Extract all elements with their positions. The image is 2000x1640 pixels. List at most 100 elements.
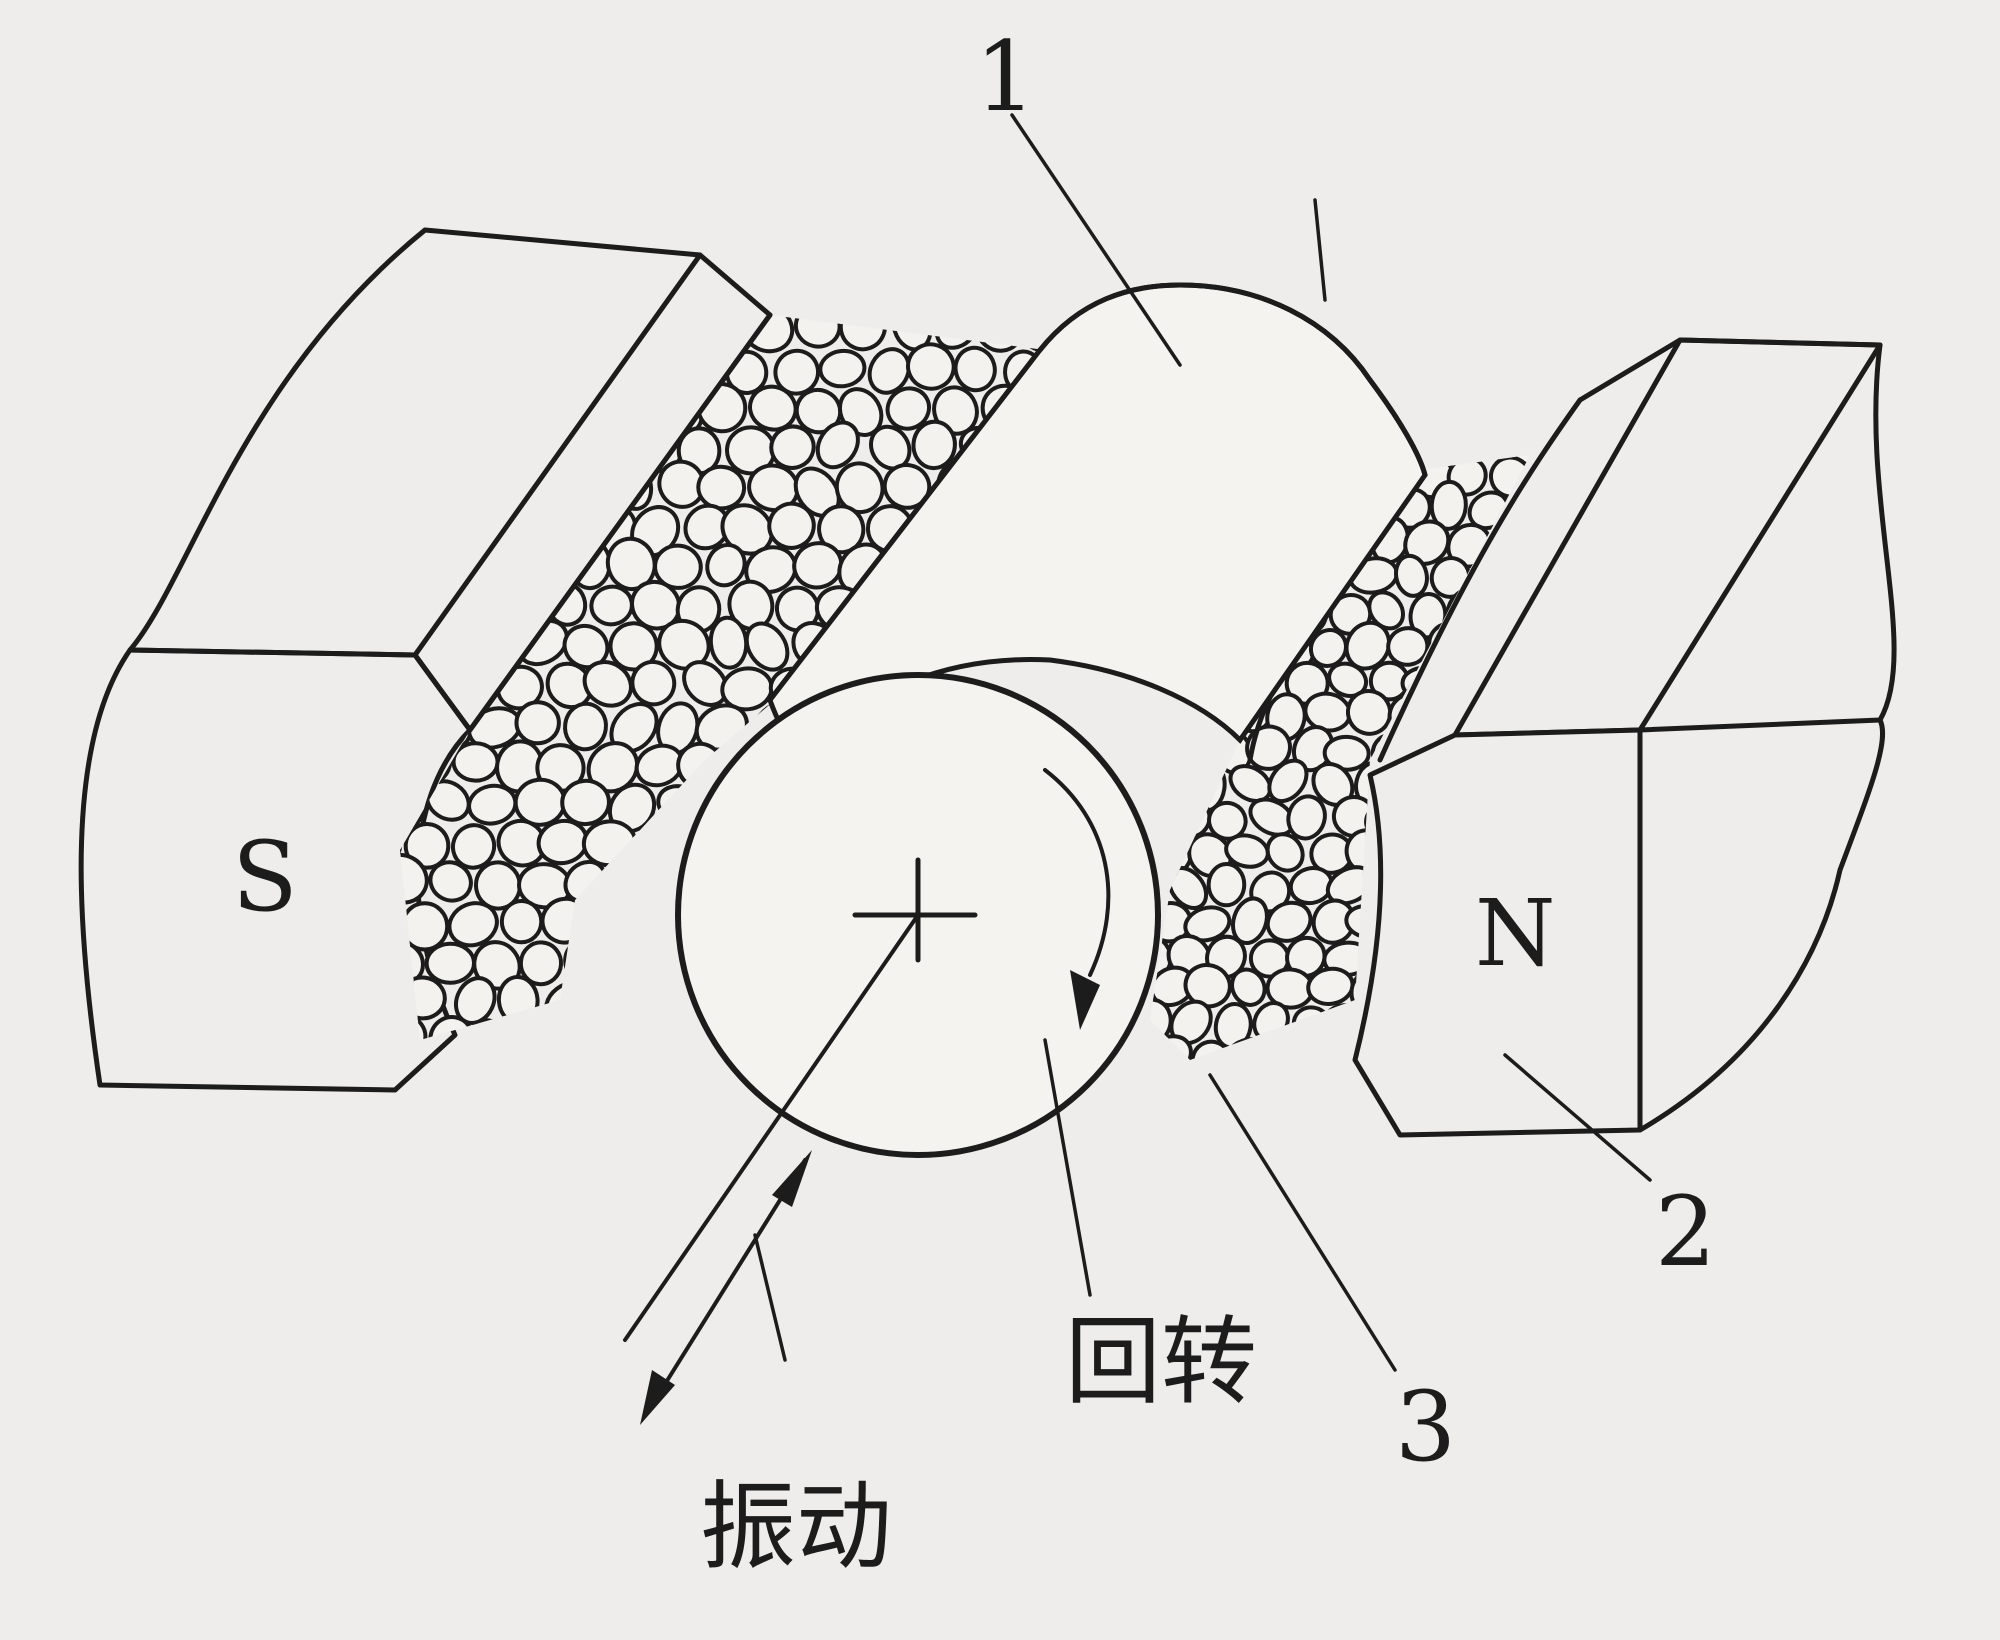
abrasive-particle: [447, 901, 499, 948]
abrasive-particle: [407, 505, 453, 553]
abrasive-particle: [469, 315, 523, 350]
abrasive-particle: [771, 315, 819, 317]
abrasive-particle: [653, 543, 703, 590]
abrasive-particle: [654, 315, 707, 351]
rotation-label: 回转: [1065, 1306, 1257, 1418]
abrasive-particle: [450, 823, 497, 870]
abrasive-particle: [950, 262, 1010, 321]
abrasive-particle: [1267, 758, 1309, 804]
abrasive-particle: [1206, 862, 1247, 908]
abrasive-particle: [426, 382, 477, 429]
abrasive-particle: [674, 260, 732, 317]
abrasive-particle: [427, 541, 474, 587]
abrasive-particle: [635, 343, 684, 398]
abrasive-particle: [1327, 661, 1369, 698]
abrasive-particle: [1510, 485, 1530, 537]
abrasive-particle: [588, 901, 635, 946]
abrasive-particle: [657, 459, 706, 509]
abrasive-particle: [400, 547, 422, 593]
abrasive-particle: [400, 460, 427, 515]
abrasive-particle: [1394, 553, 1429, 598]
abrasive-particle: [587, 424, 633, 471]
abrasive-particle: [705, 542, 747, 588]
abrasive-particle: [1265, 832, 1305, 873]
abrasive-particle: [1464, 455, 1509, 459]
abrasive-particle: [468, 619, 517, 668]
abrasive-particle: [699, 315, 746, 352]
leader-line-1b: [1313, 198, 1327, 302]
abrasive-particle: [587, 977, 630, 1021]
abrasive-particle: [635, 981, 681, 1030]
callout-2-label: 2: [1655, 1176, 1716, 1288]
abrasive-particle: [1228, 764, 1273, 803]
abrasive-particle: [1308, 628, 1348, 668]
abrasive-particle: [744, 621, 790, 672]
abrasive-particle: [564, 315, 611, 361]
abrasive-particle: [355, 902, 398, 939]
leader-line-2: [1503, 1053, 1652, 1182]
vibration-double-arrow: [653, 1158, 807, 1402]
abrasive-particle: [469, 462, 516, 511]
abrasive-particle: [400, 582, 404, 630]
abrasive-particle: [1429, 479, 1468, 531]
abrasive-particle: [1150, 693, 1155, 730]
abrasive-particle: [1150, 762, 1194, 804]
n-pole-magnet: [1352, 337, 1897, 1138]
abrasive-particle: [564, 1012, 613, 1040]
abrasive-particle: [400, 699, 425, 744]
abrasive-particle: [838, 315, 887, 352]
abrasive-particle: [717, 257, 779, 319]
abrasive-particle: [403, 822, 451, 870]
abrasive-particle: [1304, 1033, 1352, 1060]
abrasive-particle: [1291, 1005, 1332, 1042]
abrasive-particle: [424, 941, 477, 985]
abrasive-particle: [402, 419, 453, 476]
n-pole-label: N: [1475, 880, 1556, 987]
abrasive-particle: [794, 387, 843, 435]
abrasive-particle: [499, 899, 544, 945]
abrasive-particle: [1230, 967, 1267, 1007]
abrasive-particle: [400, 978, 401, 1028]
abrasive-particle: [861, 259, 920, 319]
abrasive-particle: [491, 343, 544, 389]
abrasive-particle: [1286, 794, 1327, 841]
abrasive-particle: [658, 1019, 702, 1040]
abrasive-particle: [514, 700, 561, 746]
abrasive-particle: [1183, 905, 1232, 943]
abrasive-particle: [545, 661, 594, 710]
abrasive-particle: [682, 660, 729, 707]
abrasive-particle: [530, 254, 595, 317]
abrasive-particle: [579, 345, 634, 396]
abrasive-particle: [400, 659, 411, 707]
abrasive-particle: [953, 345, 997, 393]
left-band-outer-edge: [467, 312, 773, 733]
s-pole-magnet: [78, 227, 773, 1093]
abrasive-particle: [748, 384, 798, 432]
abrasive-particle: [612, 936, 659, 983]
abrasive-particle: [911, 419, 957, 471]
abrasive-particle: [906, 342, 956, 391]
abrasive-particle: [400, 386, 427, 430]
abrasive-particle: [563, 701, 608, 752]
abrasive-particle: [476, 540, 519, 588]
abrasive-particle: [630, 659, 677, 707]
abrasive-particle: [400, 745, 405, 791]
abrasive-particle: [793, 315, 842, 349]
abrasive-particle: [512, 315, 564, 350]
abrasive-particle: [1367, 590, 1406, 631]
abrasive-particle: [405, 315, 453, 317]
abrasive-particle: [493, 421, 543, 470]
abrasive-particle: [447, 346, 497, 394]
callout-3-label: 3: [1395, 1371, 1456, 1483]
abrasive-particle: [496, 974, 540, 1026]
callout-1-label: 1: [975, 21, 1036, 133]
abrasive-particle: [518, 940, 564, 987]
abrasive-particle: [495, 266, 538, 310]
abrasive-particle: [696, 464, 747, 511]
s-pole-label: S: [232, 821, 298, 933]
leader-lines: [753, 113, 1652, 1372]
abrasive-particle: [400, 501, 407, 548]
abrasive-particle: [1269, 1038, 1306, 1060]
abrasive-particle: [911, 315, 957, 319]
